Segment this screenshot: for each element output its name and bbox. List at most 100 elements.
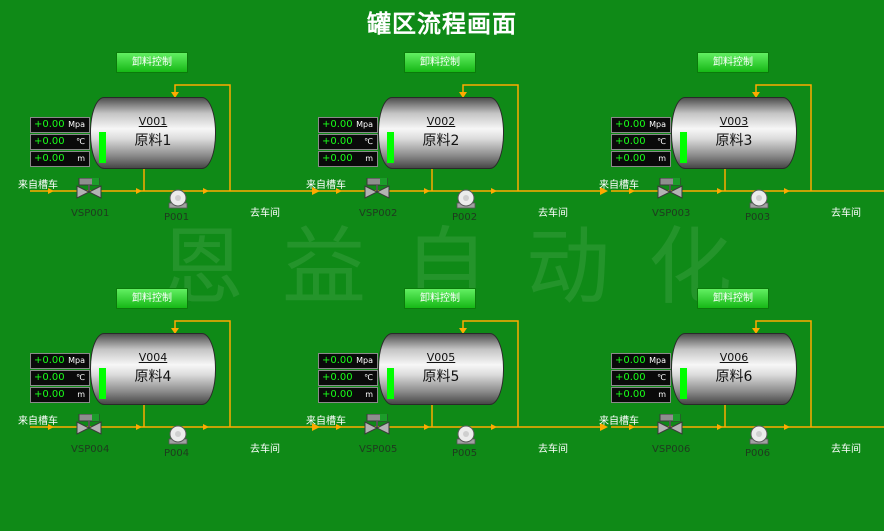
destination-label: 去车间	[538, 208, 568, 219]
valve-icon[interactable]	[656, 414, 684, 442]
valve-icon[interactable]	[363, 414, 391, 442]
level-unit: m	[77, 154, 85, 163]
pump-label: P006	[745, 448, 771, 459]
storage-tank[interactable]: V006 原料6	[671, 333, 797, 405]
pump-icon[interactable]	[166, 425, 190, 445]
temperature-gauge: +0.00 ℃	[30, 134, 90, 150]
pump-icon[interactable]	[454, 189, 478, 209]
valve-icon[interactable]	[75, 414, 103, 442]
temperature-value: +0.00	[34, 372, 65, 383]
tank-id: V005	[426, 351, 456, 364]
temperature-value: +0.00	[322, 136, 353, 147]
level-value: +0.00	[34, 389, 65, 400]
pressure-value: +0.00	[615, 119, 646, 130]
source-label: 来自槽车	[18, 416, 58, 427]
pressure-gauge: +0.00 Mpa	[30, 353, 90, 369]
level-unit: m	[77, 390, 85, 399]
pump-label: P001	[164, 212, 190, 223]
temperature-value: +0.00	[34, 136, 65, 147]
tank-unit: 卸料控制 +0.00 Mpa +0.00 ℃ +0.00 m V005 原料5 …	[306, 286, 608, 531]
level-gauge: +0.00 m	[611, 387, 671, 403]
pressure-value: +0.00	[34, 119, 65, 130]
pipeline	[611, 320, 884, 430]
level-value: +0.00	[615, 153, 646, 164]
valve-label: VSP001	[71, 208, 110, 219]
pressure-value: +0.00	[34, 355, 65, 366]
valve-icon[interactable]	[363, 178, 391, 206]
unload-control-button[interactable]: 卸料控制	[116, 52, 188, 73]
pressure-unit: Mpa	[649, 120, 666, 129]
pipeline	[318, 84, 608, 195]
unload-control-button[interactable]: 卸料控制	[404, 52, 476, 73]
valve-label: VSP004	[71, 444, 110, 455]
level-gauge: +0.00 m	[318, 151, 378, 167]
destination-label: 去车间	[831, 208, 861, 219]
temperature-unit: ℃	[657, 137, 666, 146]
pump-icon[interactable]	[747, 425, 771, 445]
storage-tank[interactable]: V003 原料3	[671, 97, 797, 169]
tank-level-indicator	[387, 132, 394, 163]
valve-label: VSP002	[359, 208, 398, 219]
tank-unit: 卸料控制 +0.00 Mpa +0.00 ℃ +0.00 m V006 原料6 …	[599, 286, 884, 531]
temperature-value: +0.00	[615, 372, 646, 383]
temperature-gauge: +0.00 ℃	[318, 370, 378, 386]
storage-tank[interactable]: V002 原料2	[378, 97, 504, 169]
valve-label: VSP006	[652, 444, 691, 455]
pump-icon[interactable]	[454, 425, 478, 445]
unload-control-button[interactable]: 卸料控制	[697, 52, 769, 73]
level-unit: m	[365, 390, 373, 399]
unload-control-button[interactable]: 卸料控制	[116, 288, 188, 309]
tank-name: 原料4	[134, 369, 172, 385]
pipeline	[611, 84, 884, 194]
tank-unit: 卸料控制 +0.00 Mpa +0.00 ℃ +0.00 m V002 原料2 …	[306, 50, 608, 295]
source-label: 来自槽车	[306, 180, 346, 191]
unload-control-button[interactable]: 卸料控制	[697, 288, 769, 309]
tank-id: V006	[719, 351, 749, 364]
storage-tank[interactable]: V001 原料1	[90, 97, 216, 169]
page-title: 罐区流程画面	[367, 10, 517, 38]
level-value: +0.00	[322, 153, 353, 164]
temperature-gauge: +0.00 ℃	[611, 370, 671, 386]
temperature-unit: ℃	[657, 373, 666, 382]
valve-icon[interactable]	[656, 178, 684, 206]
pump-icon[interactable]	[166, 189, 190, 209]
temperature-gauge: +0.00 ℃	[30, 370, 90, 386]
temperature-gauge: +0.00 ℃	[611, 134, 671, 150]
pressure-gauge: +0.00 Mpa	[318, 117, 378, 133]
pump-label: P003	[745, 212, 771, 223]
temperature-unit: ℃	[364, 373, 373, 382]
level-unit: m	[658, 154, 666, 163]
valve-label: VSP005	[359, 444, 398, 455]
tank-unit: 卸料控制 +0.00 Mpa +0.00 ℃ +0.00 m V003 原料3 …	[599, 50, 884, 295]
tank-level-indicator	[680, 368, 687, 399]
pipeline	[318, 320, 608, 431]
destination-label: 去车间	[538, 444, 568, 455]
pressure-unit: Mpa	[68, 356, 85, 365]
level-gauge: +0.00 m	[318, 387, 378, 403]
source-label: 来自槽车	[599, 416, 639, 427]
tank-id: V002	[426, 115, 456, 128]
destination-label: 去车间	[250, 208, 280, 219]
source-label: 来自槽车	[599, 180, 639, 191]
pump-label: P005	[452, 448, 478, 459]
pressure-value: +0.00	[615, 355, 646, 366]
tank-name: 原料3	[715, 133, 753, 149]
pipeline	[30, 320, 320, 431]
temperature-unit: ℃	[364, 137, 373, 146]
temperature-unit: ℃	[76, 137, 85, 146]
tank-level-indicator	[99, 132, 106, 163]
valve-label: VSP003	[652, 208, 691, 219]
destination-label: 去车间	[250, 444, 280, 455]
pressure-value: +0.00	[322, 355, 353, 366]
level-gauge: +0.00 m	[611, 151, 671, 167]
pump-icon[interactable]	[747, 189, 771, 209]
pressure-unit: Mpa	[356, 356, 373, 365]
temperature-unit: ℃	[76, 373, 85, 382]
storage-tank[interactable]: V005 原料5	[378, 333, 504, 405]
level-unit: m	[365, 154, 373, 163]
unload-control-button[interactable]: 卸料控制	[404, 288, 476, 309]
storage-tank[interactable]: V004 原料4	[90, 333, 216, 405]
valve-icon[interactable]	[75, 178, 103, 206]
tank-name: 原料1	[134, 133, 172, 149]
pressure-unit: Mpa	[356, 120, 373, 129]
